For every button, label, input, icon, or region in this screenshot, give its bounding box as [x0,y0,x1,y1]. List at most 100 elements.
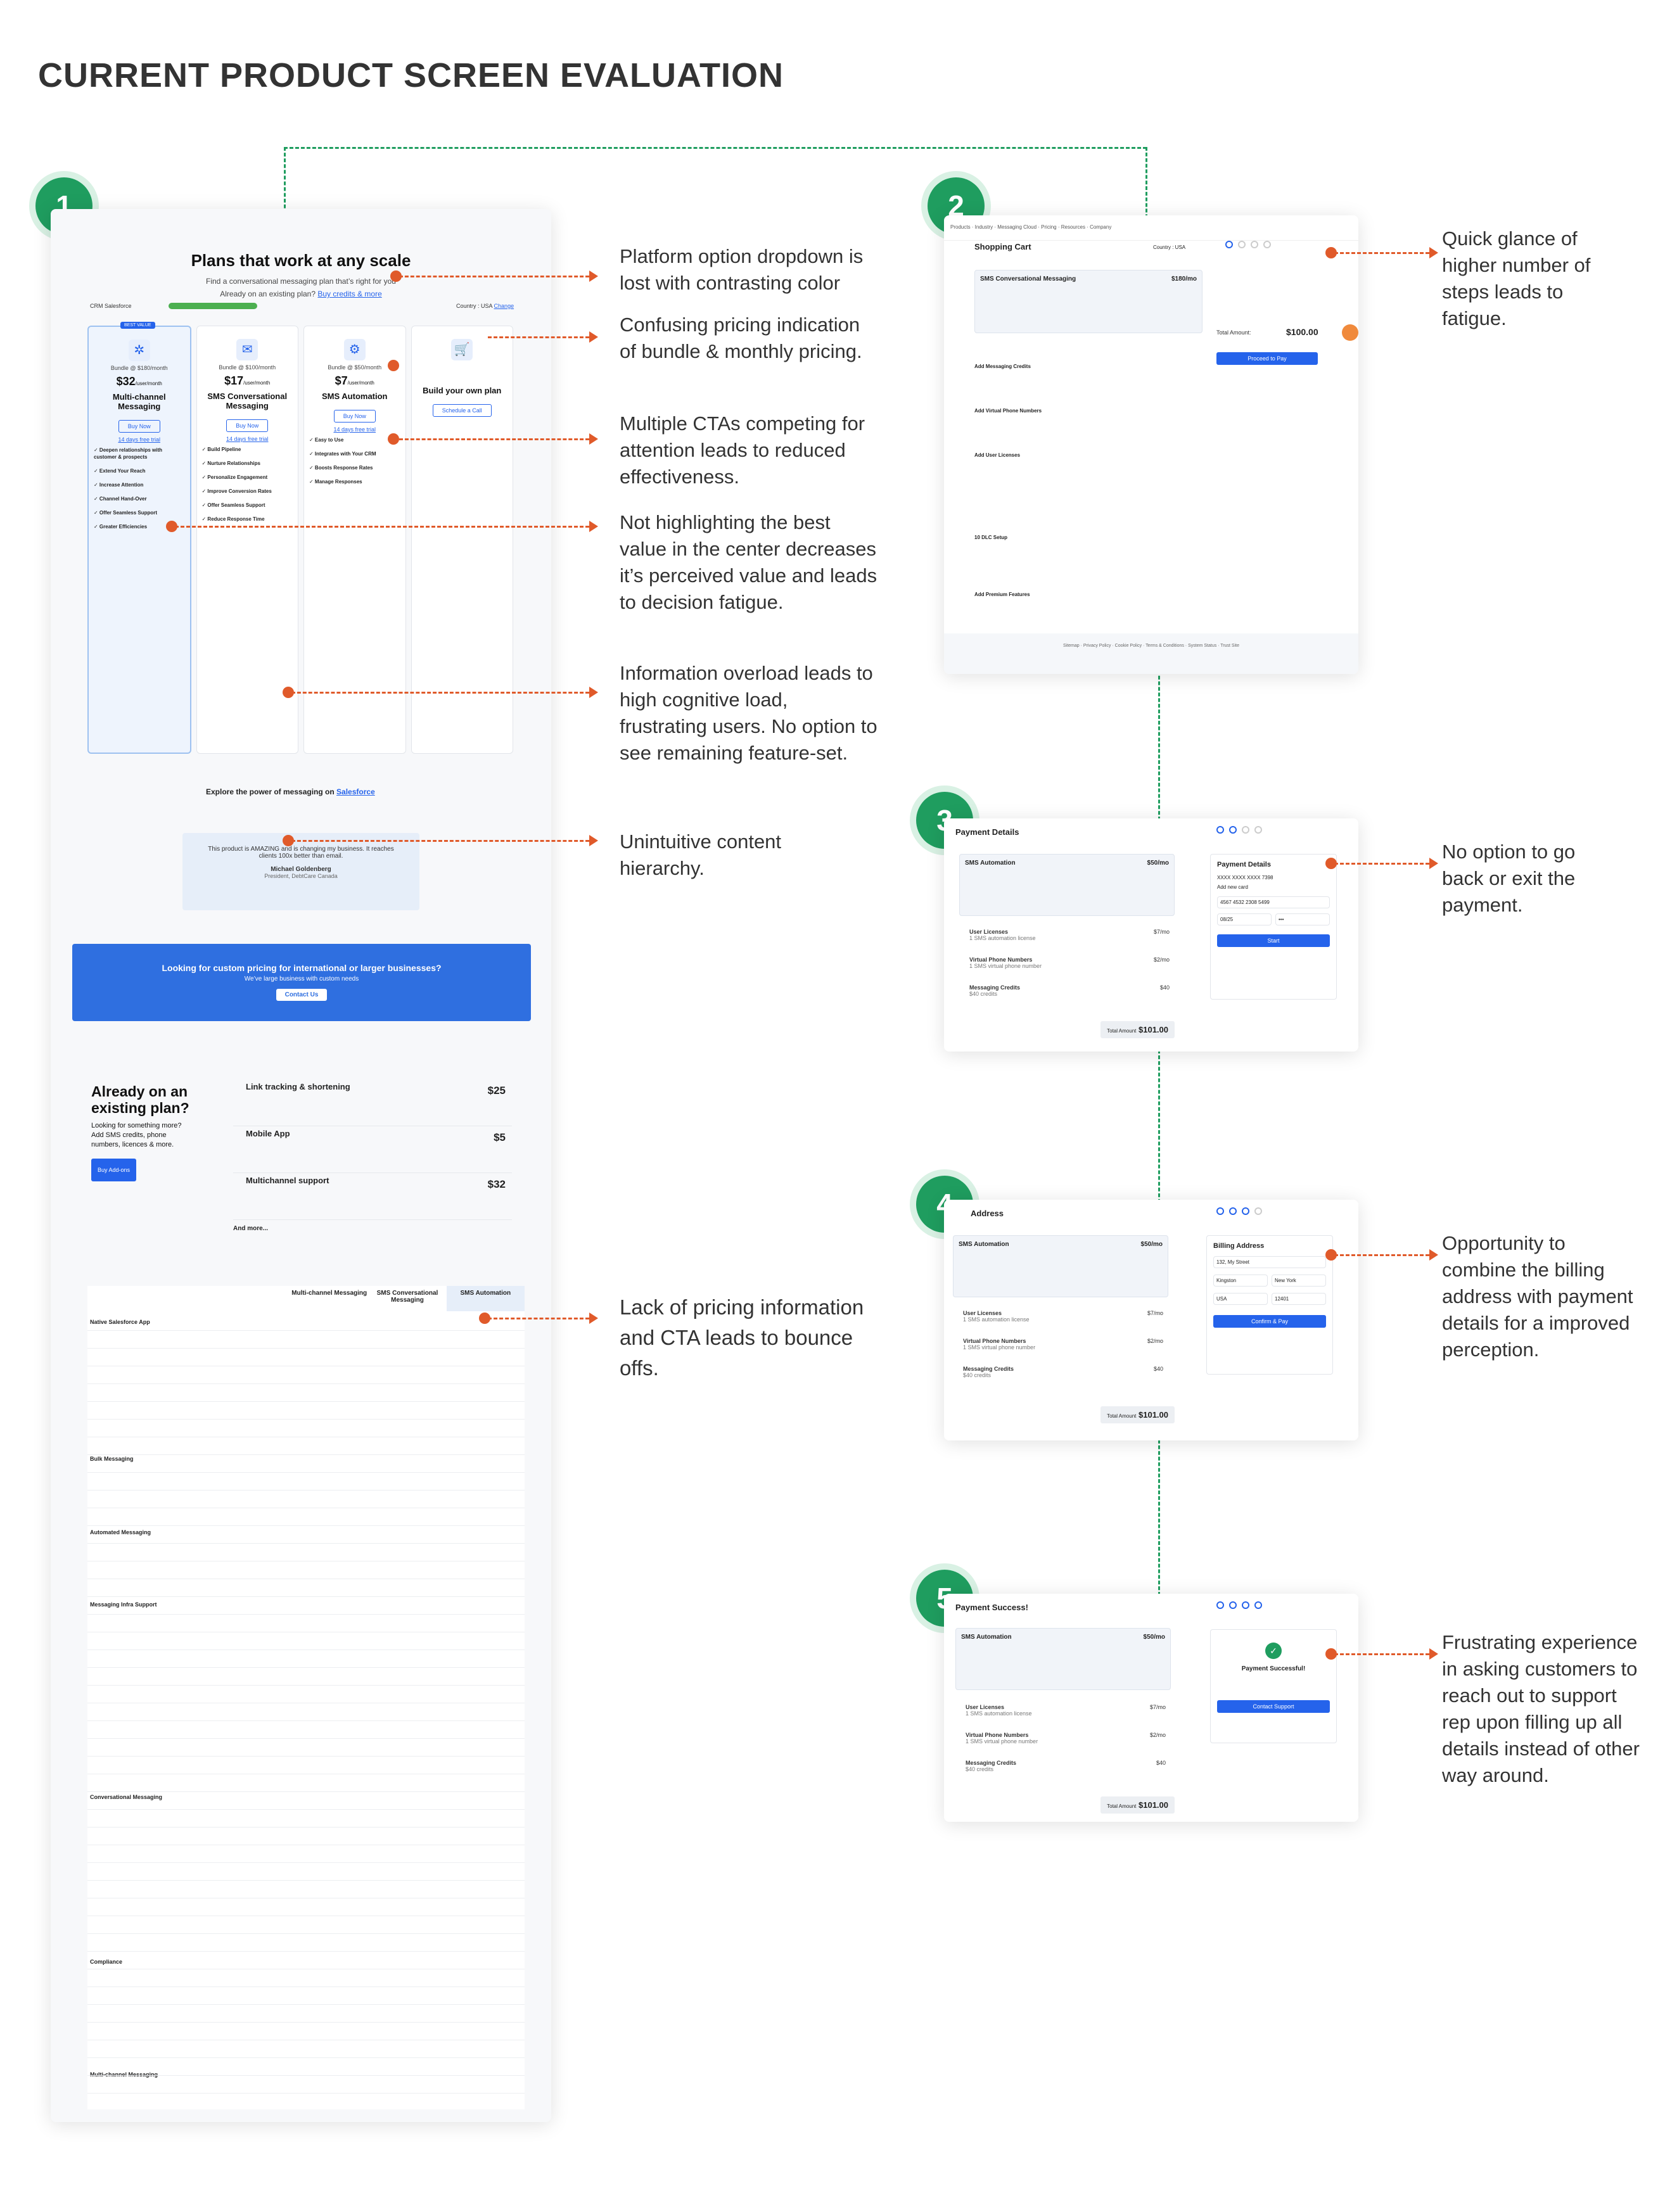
chat-icon: ✉ [236,339,258,360]
address-field[interactable]: 132, My Street [1213,1256,1326,1268]
plan-features: ✓ Build Pipeline✓ Nurture Relationships✓… [201,447,272,522]
buy-now-button[interactable]: Buy Now [118,420,160,433]
total-amount: $100.00 [1286,327,1318,337]
panel-title: Payment Details [1217,861,1271,868]
annotation-arrow [1429,247,1438,258]
contact-support-button[interactable]: Contact Support [1217,1700,1330,1713]
plan-card-custom: 🛒 Build your own plan Schedule a Call [411,326,513,754]
cvv-field[interactable]: ••• [1275,913,1330,925]
table-row [87,1862,525,1863]
pricing-page-screenshot: Plans that work at any scale Find a conv… [51,209,551,2122]
annotation-dot [388,433,399,445]
already-title: Already on an existing plan? [91,1083,189,1116]
plan-price: $7/user/month [335,374,374,387]
table-row [87,1419,525,1420]
annotation-arrow [589,433,598,445]
shopping-cart-screenshot: Products · Industry · Messaging Cloud · … [944,215,1358,674]
contact-us-button[interactable]: Contact Us [276,989,328,1001]
table-row [87,1454,525,1455]
expiry-field[interactable]: 08/25 [1217,913,1272,925]
state-field[interactable]: New York [1272,1274,1326,1287]
free-trial-link[interactable]: 14 days free trial [118,436,161,443]
annotation-line [399,276,589,277]
billing-panel: Billing Address 132, My Street Kingston N… [1206,1235,1333,1375]
page-title: CURRENT PRODUCT SCREEN EVALUATION [38,56,784,94]
order-summary-card: SMS Automation$50/mo [955,1628,1171,1690]
buy-now-button[interactable]: Buy Now [333,410,376,423]
panel-title: Billing Address [1213,1242,1265,1250]
check-icon: ✓ [1265,1643,1282,1659]
annotation-dot [1325,1648,1337,1660]
add-card-option[interactable]: Add new card [1217,884,1248,890]
cart-section: Add Messaging Credits [974,364,1031,369]
salesforce-link[interactable]: Salesforce [336,787,375,796]
zip-field[interactable]: 12401 [1272,1293,1326,1305]
order-summary-card: SMS Automation$50/mo [959,854,1175,916]
plan-cards: BEST VALUE ✲ Bundle @ $180/month $32/use… [87,322,513,754]
line-item: Messaging Credits$40$40 credits [966,1760,1166,1772]
table-row [87,1685,525,1686]
network-icon: ✲ [128,340,150,361]
table-row [87,1330,525,1331]
annotation-line [488,336,589,338]
testimonial-quote: This product is AMAZING and is changing … [208,846,394,860]
addon-item[interactable]: Link tracking & shortening$25 [233,1082,512,1126]
and-more-link[interactable]: And more... [233,1225,269,1232]
annotation-text: Platform option dropdown is lost with co… [620,245,864,294]
country-selector[interactable]: Country : USA Change [456,303,514,309]
country-field[interactable]: USA [1213,1293,1268,1305]
table-section: Native Salesforce App [90,1319,150,1325]
banner-title: Looking for custom pricing for internati… [162,963,442,973]
table-section: Compliance [90,1959,123,1965]
checkout-steps [1216,1601,1262,1609]
cart-country[interactable]: Country : USA [1153,245,1186,250]
annotation-dot [479,1313,490,1324]
table-row [87,1791,525,1792]
proceed-to-pay-button[interactable]: Proceed to Pay [1216,352,1318,365]
buy-now-button[interactable]: Buy Now [226,419,269,432]
screen-title: Payment Details [955,827,1019,837]
screen-title: Payment Success! [955,1603,1028,1612]
buy-credits-link[interactable]: Buy credits & more [317,289,382,298]
table-row [87,1649,525,1650]
schedule-call-button[interactable]: Schedule a Call [432,404,492,417]
table-row [87,1951,525,1952]
free-trial-link[interactable]: 14 days free trial [226,436,269,442]
connector-line [1158,659,1160,826]
connector-line [284,147,1147,149]
plan-bundle: Bundle @ $180/month [110,365,168,371]
confirm-pay-button[interactable]: Confirm & Pay [1213,1315,1326,1328]
plan-price: $17/user/month [224,374,271,387]
connector-line [284,147,286,226]
annotation-line [399,438,589,440]
table-col-header: Multi-channel Messaging [291,1290,367,1297]
annotation-line [291,840,589,842]
platform-dropdown[interactable]: CRM Salesforce [90,303,132,309]
buy-addons-button[interactable]: Buy Add-ons [91,1159,137,1181]
table-row [87,1490,525,1491]
checkout-steps [1216,1207,1262,1215]
cart-section: 10 DLC Setup [974,535,1008,540]
chat-bubble-icon[interactable] [1342,324,1358,341]
city-field[interactable]: Kingston [1213,1274,1268,1287]
start-button[interactable]: Start [1217,934,1330,947]
success-panel: ✓ Payment Successful! Contact Support [1210,1629,1337,1743]
screen-title: Address [971,1209,1004,1218]
pricing-subtitle: Find a conversational messaging plan tha… [206,277,396,286]
plan-card-sms-automation: ⚙ Bundle @ $50/month $7/user/month SMS A… [303,326,406,754]
cart-sections: Add Messaging Credits Add Virtual Phone … [974,345,1241,617]
connector-line [1158,1434,1160,1601]
addon-item[interactable]: Mobile App$5 [233,1129,512,1173]
saved-card[interactable]: XXXX XXXX XXXX 7398 [1217,875,1273,880]
free-trial-link[interactable]: 14 days free trial [333,426,376,433]
table-row [87,1720,525,1721]
annotation-arrow [1429,1249,1438,1261]
addon-item[interactable]: Multichannel support$32 [233,1176,512,1220]
card-number-field[interactable]: 4567 4532 2308 5499 [1217,896,1330,908]
custom-pricing-banner: Looking for custom pricing for internati… [72,944,531,1021]
table-row [87,1348,525,1349]
platform-toggle[interactable] [169,303,257,309]
